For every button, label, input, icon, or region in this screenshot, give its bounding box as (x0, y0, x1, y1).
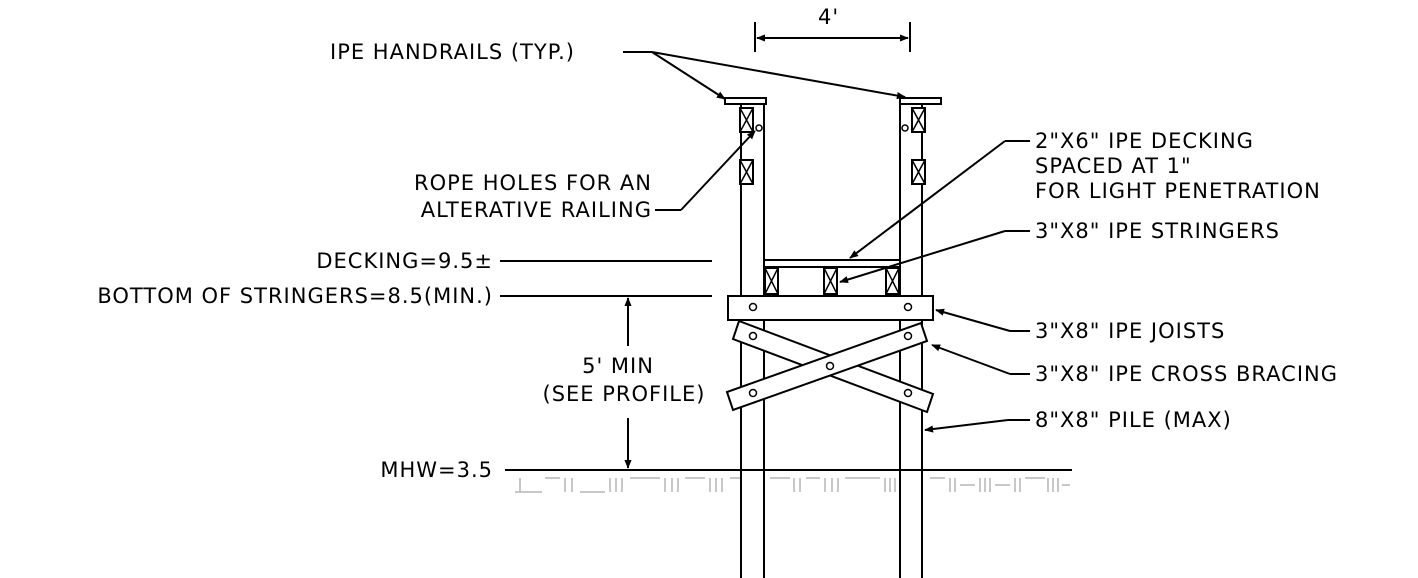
pile-label: 8"X8" PILE (MAX) (1035, 408, 1232, 432)
stringers-label: 3"X8" IPE STRINGERS (1035, 219, 1280, 243)
handrail-cap-left (724, 97, 767, 105)
brace-bolt-right-upper (903, 331, 913, 341)
joist-bolt-left (748, 302, 758, 312)
pile-leader (924, 419, 1030, 433)
stringers-leader (839, 230, 1030, 284)
width-dimension: 4' (754, 5, 911, 52)
decking-elevation-label: DECKING=9.5± (316, 249, 493, 273)
decking-label-line3: FOR LIGHT PENETRATION (1035, 179, 1321, 203)
ground-hatch (515, 477, 1070, 493)
rope-hole-left (755, 124, 763, 132)
stringers-elevation-label: BOTTOM OF STRINGERS=8.5(MIN.) (97, 284, 493, 308)
mhw-label: MHW=3.5 (380, 458, 493, 482)
width-dimension-label: 4' (818, 5, 839, 29)
cross-bracing-leader (931, 344, 1030, 375)
stringer-left (764, 267, 779, 295)
decking-board (763, 259, 901, 268)
rail-block-right-upper (911, 107, 926, 133)
joist-bolt-right (903, 302, 913, 312)
rope-holes-label-line2: ALTERATIVE RAILING (421, 198, 652, 222)
decking-label-line2: SPACED AT 1" (1035, 154, 1192, 178)
rail-block-right-lower (911, 159, 926, 185)
brace-bolt-left-upper (748, 331, 758, 341)
brace-bolt-right-lower (903, 388, 913, 398)
brace-bolt-left-lower (748, 388, 758, 398)
decking-label-line1: 2"X6" IPE DECKING (1035, 129, 1254, 153)
handrails-leader (623, 51, 906, 100)
rail-block-left-lower (739, 159, 754, 185)
brace-bolt-center (825, 361, 835, 371)
joist-beam (727, 295, 934, 321)
joists-label: 3"X8" IPE JOISTS (1035, 319, 1225, 343)
rope-hole-right (901, 124, 909, 132)
clearance-label-line1: 5' MIN (582, 354, 654, 378)
rope-holes-leader (655, 130, 756, 211)
cross-bracing-label: 3"X8" IPE CROSS BRACING (1035, 362, 1338, 386)
stringer-right (885, 267, 900, 295)
handrail-cap-right (899, 97, 942, 105)
joists-leader (935, 308, 1030, 332)
rope-holes-label-line1: ROPE HOLES FOR AN (414, 171, 652, 195)
decking-leader (849, 140, 1030, 259)
handrails-label: IPE HANDRAILS (TYP.) (330, 40, 575, 64)
rail-block-left-upper (739, 107, 754, 133)
clearance-label-line2: (SEE PROFILE) (543, 382, 706, 406)
stringer-middle (823, 267, 838, 295)
